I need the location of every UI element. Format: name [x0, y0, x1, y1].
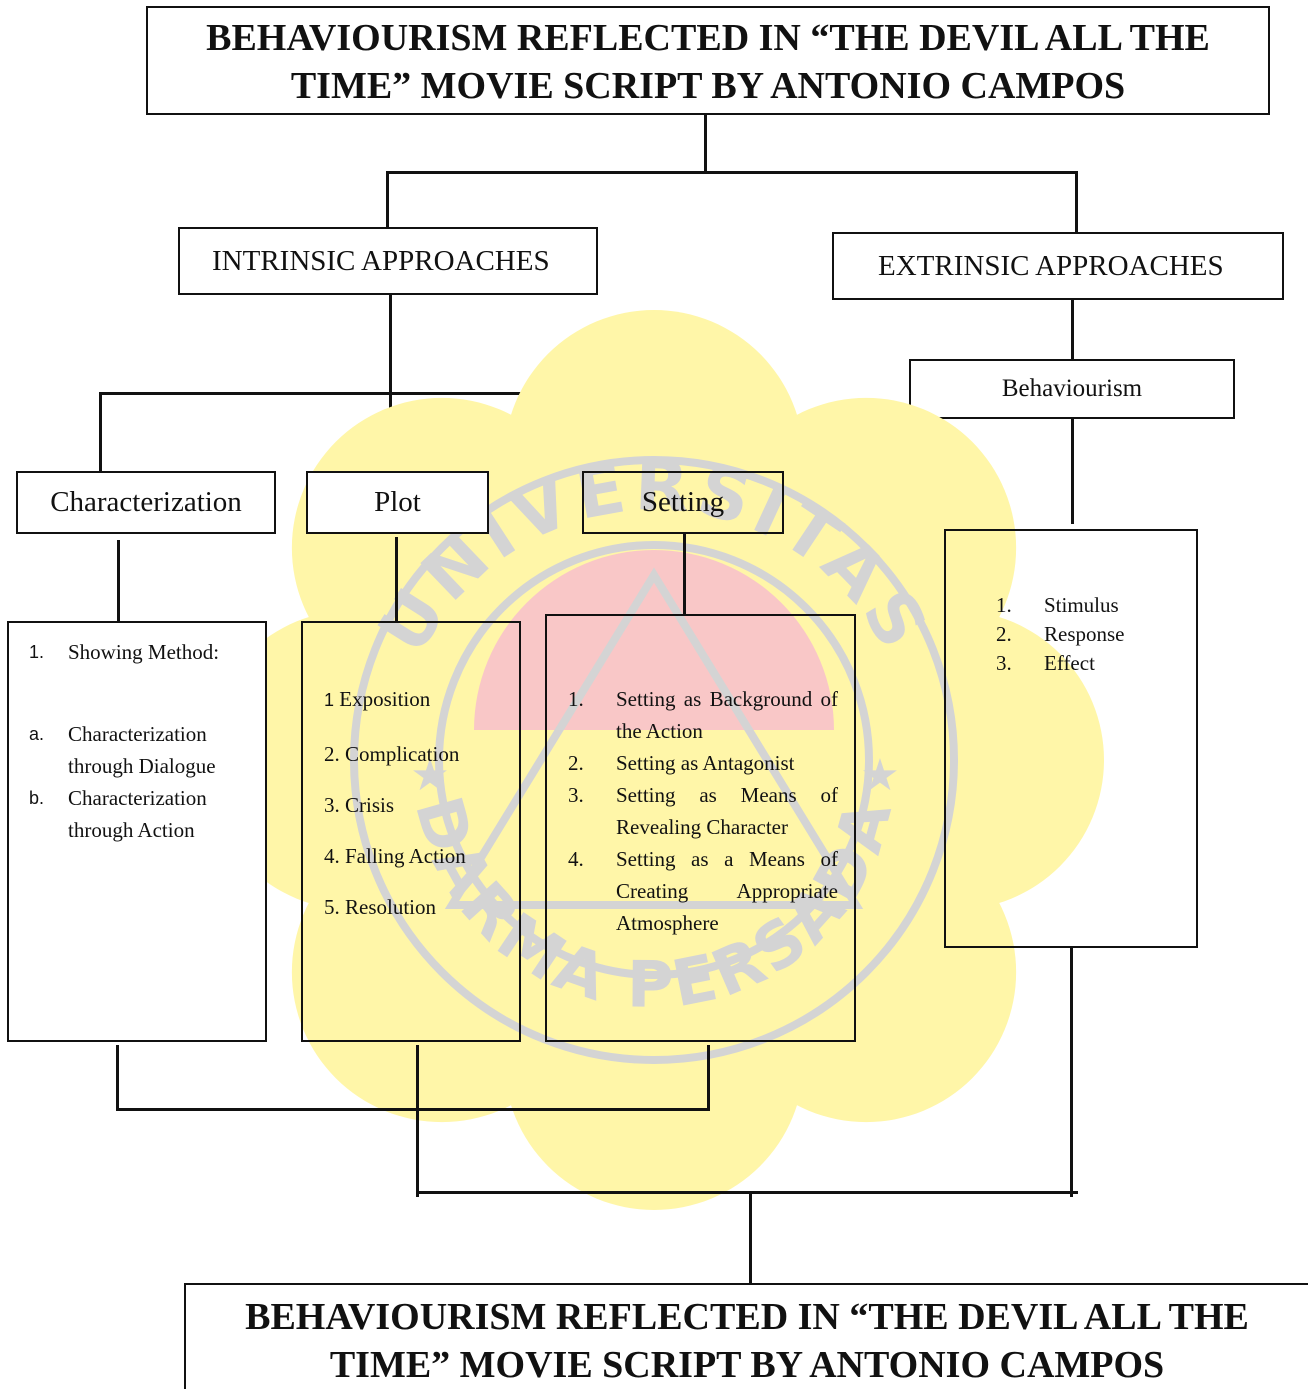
setting-item-3: 3. Setting as Means of Revealing Charact… [568, 779, 838, 843]
connector-characterization-bottom [116, 1045, 119, 1111]
connector-final-merge [416, 1191, 1078, 1194]
setting-box: Setting [582, 471, 784, 534]
behaviourism-item-effect: 3. Effect [996, 649, 1095, 678]
plot-item-resolution-number: 5. [324, 895, 340, 919]
connector-behaviourism-bottom [1070, 948, 1073, 1197]
setting-label: Setting [641, 486, 725, 518]
plot-item-complication-text: Complication [345, 742, 460, 766]
showing-method-text: Showing Method: [68, 640, 220, 664]
behaviourism-item-1-number: 1. [996, 593, 1012, 617]
connector-setting-bottom [707, 1045, 710, 1111]
connector-characterization-down [117, 540, 120, 622]
top-title-line-2: TIME” MOVIE SCRIPT BY ANTONIO CAMPOS [290, 65, 1126, 107]
connector-setting-down [683, 534, 686, 614]
showing-method-number: 1. [29, 642, 45, 662]
plot-item-falling-action: 4. Falling Action [324, 840, 466, 872]
top-title-box: BEHAVIOURISM REFLECTED IN “THE DEVIL ALL… [146, 6, 1270, 115]
behaviourism-item-2-number: 2. [996, 622, 1012, 646]
plot-item-resolution: 5. Resolution [324, 891, 436, 923]
item-b-line-2: through Action [68, 818, 195, 842]
plot-item-crisis-text: Crisis [345, 793, 395, 817]
setting-item-2: 2. Setting as Antagonist [568, 747, 838, 779]
plot-item-crisis: 3. Crisis [324, 789, 394, 821]
top-title-line-1: BEHAVIOURISM REFLECTED IN “THE DEVIL ALL… [206, 17, 1210, 59]
intrinsic-approaches-box: INTRINSIC APPROACHES [178, 227, 598, 295]
plot-item-exposition: 1 Exposition [324, 683, 430, 716]
bottom-title-line-1: BEHAVIOURISM REFLECTED IN “THE DEVIL ALL… [245, 1296, 1249, 1338]
extrinsic-approaches-box: EXTRINSIC APPROACHES [832, 232, 1284, 300]
connector-to-bottom-title [749, 1191, 752, 1283]
characterization-detail-box: 1. Showing Method: a. Characterization t… [7, 621, 267, 1042]
setting-item-1: 1. Setting as Background of the Action [568, 683, 838, 747]
item-a-letter: a. [29, 724, 45, 744]
item-a-line-1: Characterization [68, 722, 207, 746]
plot-item-complication-number: 2. [324, 742, 340, 766]
bottom-title-box: BEHAVIOURISM REFLECTED IN “THE DEVIL ALL… [184, 1283, 1308, 1389]
setting-item-3-number: 3. [568, 783, 584, 807]
setting-item-3-text: Setting as Means of Revealing Character [616, 783, 838, 839]
connector-behaviourism-down [1071, 419, 1074, 524]
plot-item-exposition-text: Exposition [339, 687, 431, 711]
characterization-item-b: b. Characterization through Action [29, 782, 259, 846]
plot-item-crisis-number: 3. [324, 793, 340, 817]
characterization-label: Characterization [50, 486, 242, 518]
plot-box: Plot [306, 471, 489, 534]
watermark-star-right: ★ [860, 750, 899, 801]
item-a-line-2: through Dialogue [68, 754, 216, 778]
connector-intrinsic-horizontal [99, 392, 693, 395]
item-b-letter: b. [29, 788, 45, 808]
intrinsic-approaches-label: INTRINSIC APPROACHES [212, 244, 550, 277]
characterization-box: Characterization [16, 471, 276, 534]
behaviourism-item-3-text: Effect [1044, 651, 1095, 675]
behaviourism-item-2-text: Response [1044, 622, 1125, 646]
bottom-title-line-2: TIME” MOVIE SCRIPT BY ANTONIO CAMPOS [329, 1344, 1165, 1386]
behaviourism-label: Behaviourism [1001, 375, 1143, 402]
watermark-petal [504, 310, 804, 610]
plot-item-resolution-text: Resolution [345, 895, 437, 919]
setting-item-4: 4. Setting as a Means of Creating Approp… [568, 843, 838, 939]
connector-plot-bottom [416, 1045, 419, 1197]
plot-item-falling-action-text: Falling Action [345, 844, 466, 868]
behaviourism-detail-box: 1. Stimulus 2. Response 3. Effect [944, 529, 1198, 948]
setting-item-2-number: 2. [568, 751, 584, 775]
connector-intrinsic-merge [116, 1108, 710, 1111]
plot-item-falling-action-number: 4. [324, 844, 340, 868]
characterization-item-a: a. Characterization through Dialogue [29, 718, 259, 782]
plot-item-complication: 2. Complication [324, 738, 459, 770]
setting-detail-box: 1. Setting as Background of the Action 2… [545, 614, 856, 1042]
plot-detail-box: 1 Exposition 2. Complication 3. Crisis 4… [301, 621, 521, 1042]
connector-approaches-horizontal [386, 171, 1078, 174]
behaviourism-item-3-number: 3. [996, 651, 1012, 675]
behaviourism-item-stimulus: 1. Stimulus [996, 591, 1119, 620]
item-b-line-1: Characterization [68, 786, 207, 810]
connector-to-extrinsic [1075, 171, 1078, 233]
connector-intrinsic-down [389, 295, 392, 471]
setting-item-4-text: Setting as a Means of Creating Appropria… [616, 847, 838, 935]
behaviourism-item-response: 2. Response [996, 620, 1125, 649]
setting-item-4-number: 4. [568, 847, 584, 871]
connector-to-intrinsic [386, 171, 389, 228]
behaviourism-box: Behaviourism [909, 359, 1235, 419]
connector-to-setting [690, 392, 693, 472]
setting-item-2-text: Setting as Antagonist [616, 751, 795, 775]
plot-item-exposition-number: 1 [324, 690, 335, 710]
setting-item-1-number: 1. [568, 687, 584, 711]
connector-to-characterization [99, 392, 102, 472]
extrinsic-approaches-label: EXTRINSIC APPROACHES [878, 249, 1224, 282]
setting-item-1-text: Setting as Background of the Action [616, 687, 838, 743]
behaviourism-item-1-text: Stimulus [1044, 593, 1119, 617]
showing-method-item: 1. Showing Method: [29, 636, 259, 668]
connector-title-down [704, 115, 707, 173]
connector-extrinsic-down [1071, 300, 1074, 360]
plot-label: Plot [374, 486, 421, 518]
connector-plot-down [395, 537, 398, 622]
